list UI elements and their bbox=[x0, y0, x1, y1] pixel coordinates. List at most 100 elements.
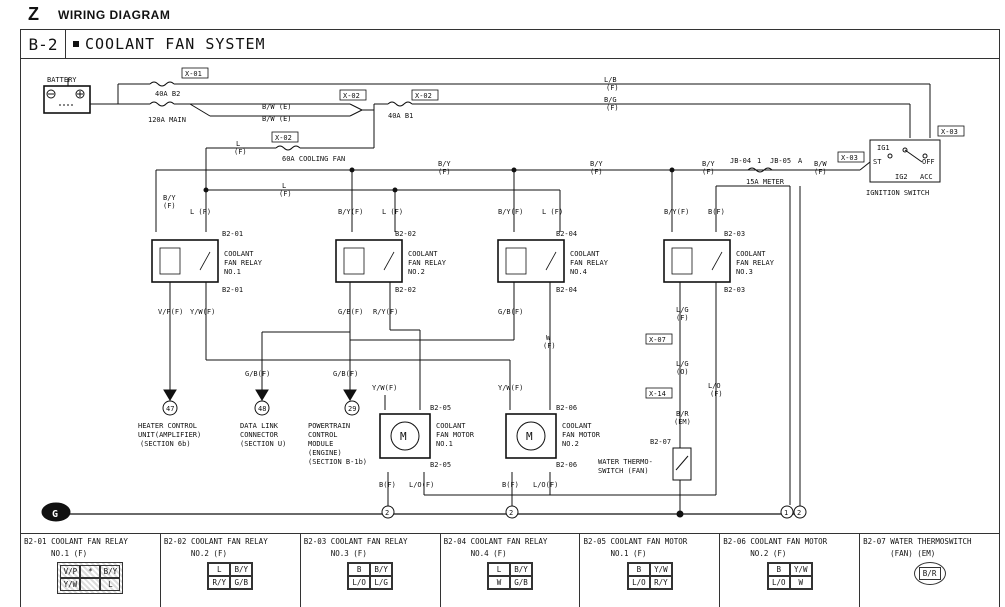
battery-label: BATTERY bbox=[47, 76, 77, 84]
connector-title: B2-05 COOLANT FAN MOTOR bbox=[583, 537, 688, 546]
connector-pin: L bbox=[488, 563, 510, 576]
wire-bg: B/G bbox=[604, 96, 617, 104]
wire-bw: B/W bbox=[814, 160, 827, 168]
connector-title: B2-03 COOLANT FAN RELAY bbox=[303, 537, 408, 546]
wire-yw-motor1: Y/W(F) bbox=[372, 384, 397, 392]
ignition-acc: ACC bbox=[920, 173, 933, 181]
connector-pin: R/Y bbox=[208, 576, 231, 589]
wire-l-relay2: L (F) bbox=[382, 208, 403, 216]
wire-bg-f: (F) bbox=[606, 104, 619, 112]
jb-05-label: JB-05 bbox=[770, 157, 791, 165]
page-header: Z WIRING DIAGRAM bbox=[0, 0, 1005, 26]
wire-bw-f: (F) bbox=[814, 168, 827, 176]
section-letter: Z bbox=[28, 4, 39, 24]
section-name: COOLANT FAN SYSTEM bbox=[85, 35, 266, 53]
connector-subtitle: NO.4 (F) bbox=[470, 549, 507, 558]
thermo-line-2: SWITCH (FAN) bbox=[598, 467, 649, 475]
wire-lg-2-o: (O) bbox=[676, 368, 689, 376]
ref-47-line-1: HEATER CONTROL bbox=[138, 422, 197, 430]
ref-29-line-1: POWERTRAIN bbox=[308, 422, 350, 430]
relay4-pin-bottom: B2-04 bbox=[556, 286, 577, 294]
motor1-symbol: M bbox=[400, 430, 407, 443]
wire-lb: L/B bbox=[604, 76, 617, 84]
ref-47-line-3: (SECTION 6b) bbox=[140, 440, 191, 448]
jb-04-pin: 1 bbox=[757, 157, 761, 165]
relay1-pin-top: B2-01 bbox=[222, 230, 243, 238]
relay1-name-1: COOLANT bbox=[224, 250, 254, 258]
wire-by-1-f: (F) bbox=[438, 168, 451, 176]
connector-subtitle: NO.2 (F) bbox=[190, 549, 227, 558]
connector-pin: W bbox=[789, 576, 812, 589]
wire-l-relay4: L (F) bbox=[542, 208, 563, 216]
connector-pin: L/O bbox=[627, 576, 650, 589]
relay2-pin-bottom: B2-02 bbox=[395, 286, 416, 294]
relay2-name-3: NO.2 bbox=[408, 268, 425, 276]
thermo-line-1: WATER THERMO- bbox=[598, 458, 653, 466]
connector-cell: B2-07 WATER THERMOSWITCH(FAN) (EM)B/R bbox=[860, 534, 999, 607]
fuse-120a-main: 120A MAIN bbox=[148, 116, 186, 124]
connector-pin: L/O bbox=[348, 576, 371, 589]
relay3-pin-top: B2-03 bbox=[724, 230, 745, 238]
connector-pin: * bbox=[80, 565, 101, 578]
wire-by-relay2: B/Y(F) bbox=[338, 208, 363, 216]
ref-48-number: 48 bbox=[258, 405, 266, 413]
ref-47-number: 47 bbox=[166, 405, 174, 413]
connector-pin: B/Y bbox=[370, 563, 393, 576]
wire-br: B/R bbox=[676, 410, 689, 418]
ref-48-line-1: DATA LINK bbox=[240, 422, 279, 430]
relay3-name-3: NO.3 bbox=[736, 268, 753, 276]
connector-title: B2-07 WATER THERMOSWITCH bbox=[863, 537, 972, 546]
connector-title: B2-01 COOLANT FAN RELAY bbox=[24, 537, 128, 546]
ref-29-line-5: (SECTION B-1b) bbox=[308, 458, 367, 466]
ignition-switch-label: IGNITION SWITCH bbox=[866, 189, 929, 197]
connector-pin: B/Y bbox=[100, 565, 121, 578]
connector-x03-b: X-03 bbox=[841, 154, 858, 162]
relay1-pin-bottom: B2-01 bbox=[222, 286, 243, 294]
connector-pin: Y/W bbox=[60, 578, 81, 591]
motor2-name-3: NO.2 bbox=[562, 440, 579, 448]
connector-pin: G/B bbox=[510, 576, 532, 589]
wire-by-relay3: B/Y(F) bbox=[664, 208, 689, 216]
motor1-name-2: FAN MOTOR bbox=[436, 431, 475, 439]
connector-pin: W bbox=[488, 576, 510, 589]
jb-04-label: JB-04 bbox=[730, 157, 751, 165]
motor1-pin-bottom: B2-05 bbox=[430, 461, 451, 469]
connector-pinout: B/R bbox=[913, 562, 946, 585]
connector-pin: B bbox=[627, 563, 650, 576]
wire-gb-dlc: G/B(F) bbox=[245, 370, 270, 378]
wiring-diagram: BATTERY 40A B2 120A MAIN 40A B1 60A COOL… bbox=[41, 67, 965, 522]
connector-title: B2-02 COOLANT FAN RELAY bbox=[163, 537, 268, 546]
wire-yw-motor2: Y/W(F) bbox=[498, 384, 523, 392]
wire-l-top: L bbox=[236, 140, 240, 148]
relay3-name-2: FAN RELAY bbox=[736, 259, 775, 267]
ref-29-line-2: CONTROL bbox=[308, 431, 338, 439]
wire-ry: R/Y(F) bbox=[373, 308, 398, 316]
wire-b-motor2: B(F) bbox=[502, 481, 519, 489]
motor1-name-1: COOLANT bbox=[436, 422, 466, 430]
wire-lg-1-f: (F) bbox=[676, 314, 689, 322]
section-bar: B-2 COOLANT FAN SYSTEM bbox=[20, 29, 1000, 59]
wire-vp: V/P(F) bbox=[158, 308, 183, 316]
wire-by-relay1-f: (F) bbox=[163, 202, 176, 210]
wire-bw-e-1: B/W (E) bbox=[262, 103, 292, 111]
page-title: WIRING DIAGRAM bbox=[58, 8, 171, 22]
wire-lo-motor2: L/O(F) bbox=[533, 481, 558, 489]
connector-pin: L/O bbox=[767, 576, 790, 589]
ground-1: 1 bbox=[784, 509, 788, 517]
connector-pin: B/Y bbox=[230, 563, 253, 576]
connector-subtitle: NO.2 (F) bbox=[750, 549, 787, 558]
connector-x02-a: X-02 bbox=[343, 92, 360, 100]
wire-by-relay4: B/Y(F) bbox=[498, 208, 523, 216]
connector-pin: Y/W bbox=[649, 563, 672, 576]
wire-by-3: B/Y bbox=[702, 160, 715, 168]
wire-l-relay1: L (F) bbox=[190, 208, 211, 216]
connector-x02-c: X-02 bbox=[275, 134, 292, 142]
relay4-pin-top: B2-04 bbox=[556, 230, 577, 238]
jb-05-pin: A bbox=[798, 157, 803, 165]
